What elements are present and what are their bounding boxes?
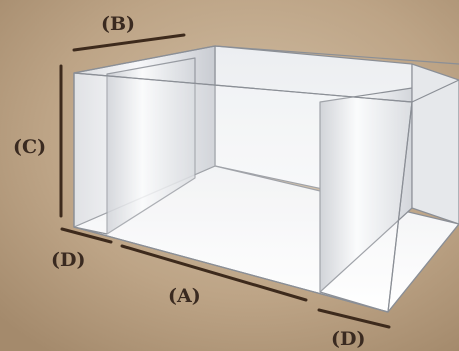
box-front-right-edge [387, 101, 413, 313]
box-bottom-right-edge [387, 223, 459, 313]
dimension-line-d-right [317, 308, 391, 329]
glass-box [73, 45, 459, 313]
dimension-label-c: (C) [13, 136, 46, 158]
box-top-edge [73, 45, 459, 74]
dimension-label-a: (A) [168, 285, 201, 307]
dimension-lines [59, 33, 391, 329]
right-compartment-base [319, 291, 389, 313]
dimension-label-b: (B) [101, 13, 135, 35]
dimension-label-d-right: (D) [331, 328, 365, 350]
left-compartment-base [73, 226, 108, 235]
box-top-front-edge [73, 72, 413, 103]
box-bottom-front-edge [73, 226, 389, 313]
dimension-line-b [72, 33, 186, 52]
left-divider-panel [106, 57, 196, 235]
box-right-wall [411, 63, 459, 225]
box-top-right-edge [411, 79, 459, 103]
dimension-line-a [120, 244, 308, 302]
dimension-label-d-left: (D) [51, 249, 85, 271]
dimension-line-d-left [60, 227, 113, 244]
